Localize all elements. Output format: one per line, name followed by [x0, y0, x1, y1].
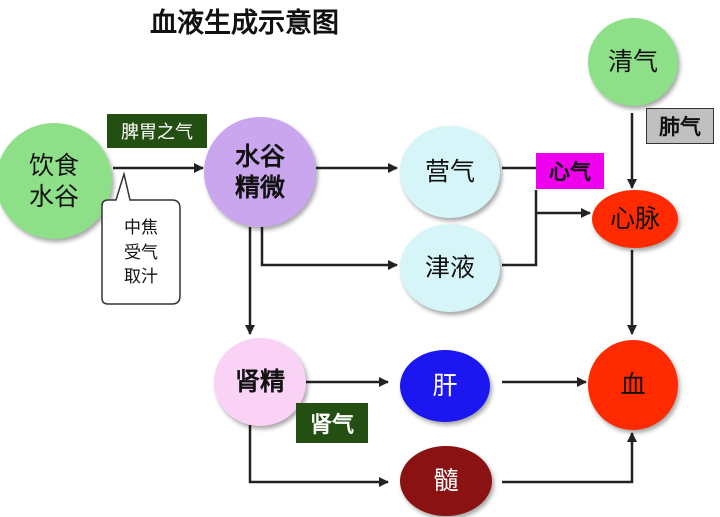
node-ying: 营气 — [400, 126, 500, 218]
page-title: 血液生成示意图 — [150, 8, 339, 39]
node-shen-label: 肾精 — [234, 367, 285, 397]
node-sui: 髓 — [400, 446, 492, 516]
arrow-shuigu-to-jinye — [260, 227, 398, 270]
label-shenqi: 肾气 — [296, 403, 368, 443]
label-feiqi: 肺气 — [646, 108, 714, 144]
node-xinmai: 心脉 — [592, 190, 678, 248]
node-xinmai-label: 心脉 — [609, 204, 660, 234]
node-gan-label: 肝 — [432, 371, 458, 401]
speech-bubble — [101, 172, 181, 305]
node-shuigu-label: 水谷 精微 — [234, 141, 285, 202]
node-shuigu: 水谷 精微 — [204, 117, 316, 227]
arrow-sui-to-xue — [502, 432, 637, 484]
node-gan: 肝 — [400, 350, 490, 422]
node-qingqi-label: 清气 — [607, 47, 658, 77]
node-sui-label: 髓 — [433, 466, 459, 496]
label-piwei-qi: 脾胃之气 — [107, 114, 207, 148]
arrow-shen-to-sui — [248, 425, 389, 487]
node-shen: 肾精 — [214, 338, 306, 426]
arrow-jinye-to-junction — [502, 190, 538, 267]
node-ying-label: 营气 — [424, 157, 475, 187]
label-xinqi: 心气 — [536, 153, 604, 189]
node-qingqi: 清气 — [588, 18, 678, 106]
node-yinshi: 饮食 水谷 — [0, 123, 112, 239]
node-jinye: 津液 — [400, 224, 500, 312]
node-xue: 血 — [588, 340, 678, 430]
label-zhongjiao: 中焦 受气 取汁 — [124, 218, 158, 288]
node-xue-label: 血 — [620, 370, 646, 400]
node-yinshi-label: 饮食 水谷 — [28, 150, 79, 211]
node-jinye-label: 津液 — [424, 253, 475, 283]
